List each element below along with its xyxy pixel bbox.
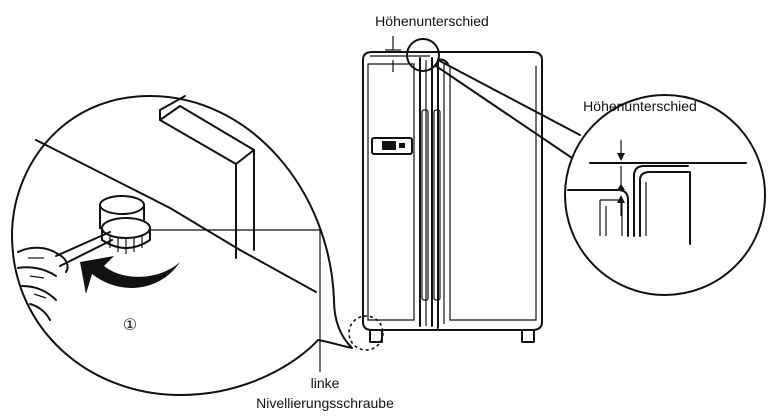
left-foot — [369, 329, 383, 343]
refrigerator — [362, 36, 543, 343]
rotate-arrow-icon — [80, 256, 180, 294]
leveling-screw — [99, 195, 151, 254]
leveling-screw-label-line1: linke — [311, 375, 340, 391]
leveling-screw-callout — [11, 95, 353, 396]
top-detail-marker — [406, 38, 440, 72]
hand-icon — [17, 231, 113, 321]
leveling-screw-label-line2: Nivellierungsschraube — [256, 395, 394, 411]
height-difference-label-top: Höhenunterschied — [375, 13, 489, 29]
step-number: ① — [123, 317, 137, 334]
height-difference-callout — [435, 59, 766, 296]
foot-detail-marker — [348, 315, 384, 351]
right-foot — [521, 329, 535, 343]
control-panel — [371, 137, 413, 155]
height-difference-label-detail: Höhenunterschied — [583, 98, 697, 114]
